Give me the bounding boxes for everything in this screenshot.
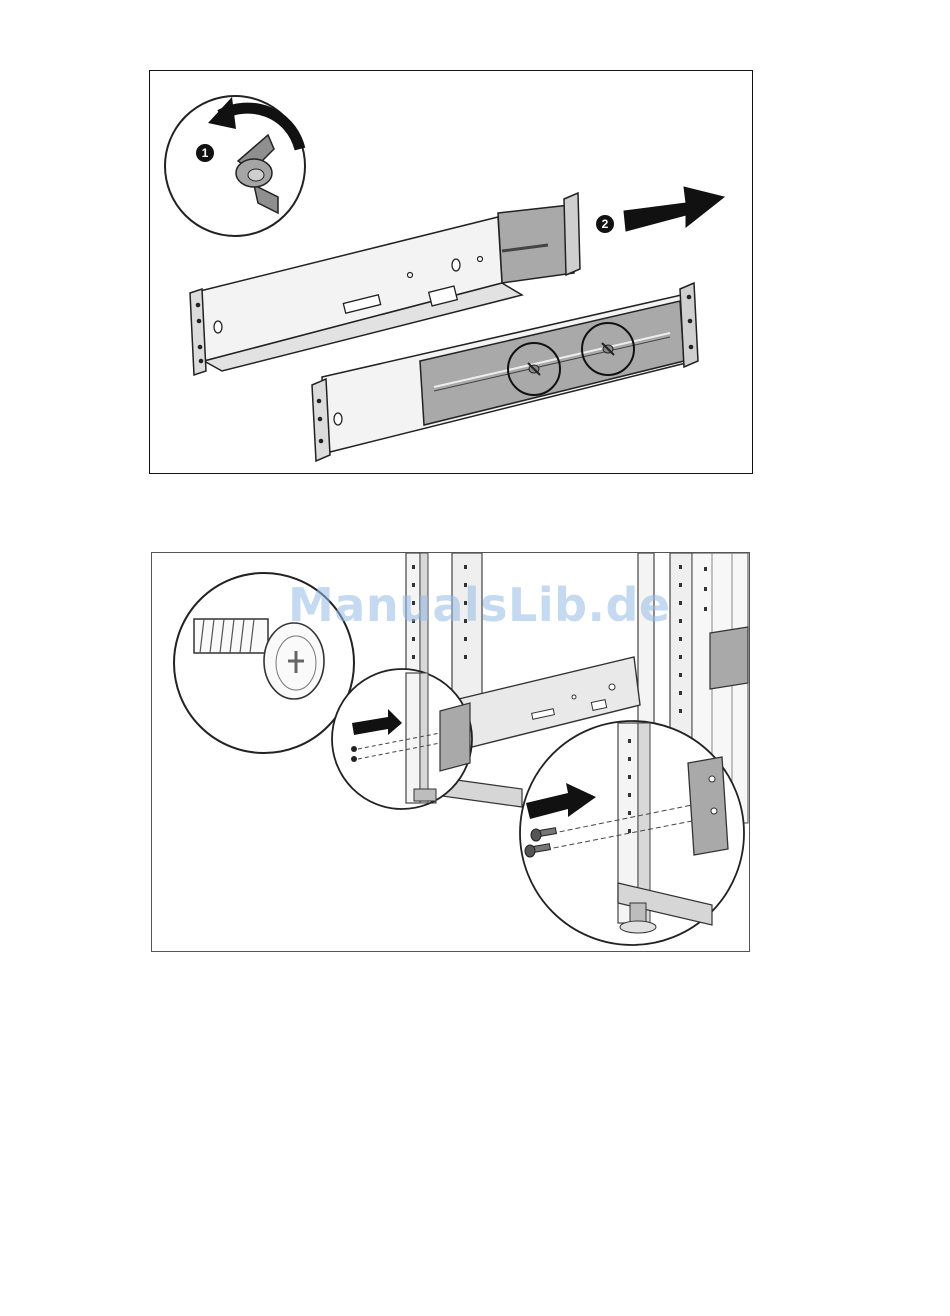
rack-mount-drawing xyxy=(152,553,750,952)
wing-nut-detail-callout xyxy=(165,96,305,236)
step-1-badge: 1 xyxy=(196,144,214,162)
rear-right-screws-callout xyxy=(520,721,744,945)
step-2-badge: 2 xyxy=(596,215,614,233)
rack-mount-screws-illustration xyxy=(151,552,750,952)
front-left-screws-callout xyxy=(332,669,472,809)
rail-extension-drawing xyxy=(150,71,753,474)
screw-detail-callout xyxy=(174,573,354,753)
rail-extension-illustration: 1 2 xyxy=(149,70,753,474)
extend-direction-arrow xyxy=(624,187,724,231)
